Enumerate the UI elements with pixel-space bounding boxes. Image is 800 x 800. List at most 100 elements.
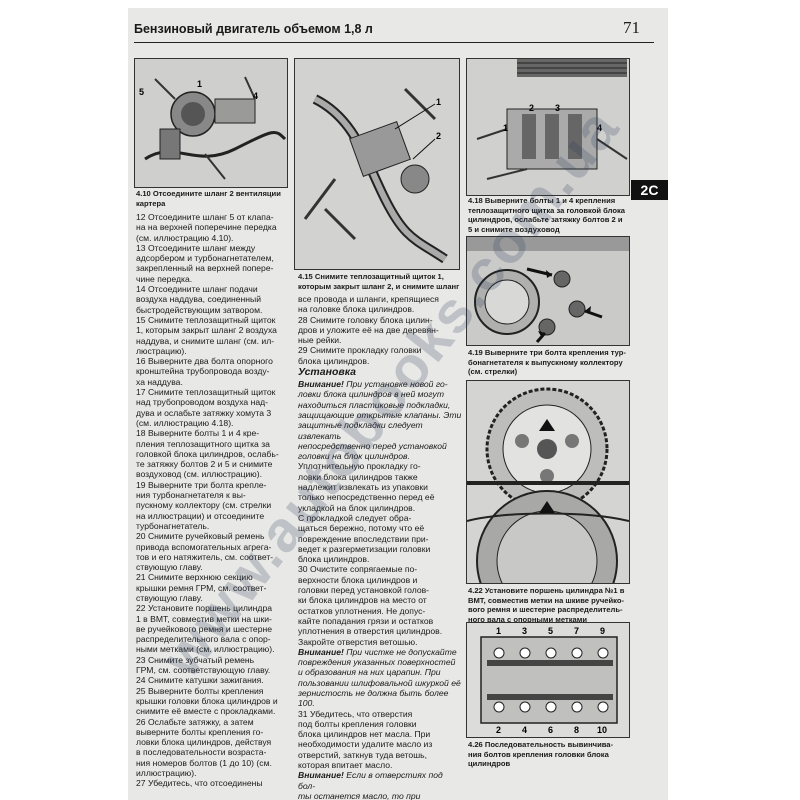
text-line: 13 Отсоедините шланг между [136,242,256,253]
text-line: 30 Очистите сопрягаемые по- [298,564,418,575]
text-line: 12 Отсоедините шланг 5 от клапа- [136,212,274,222]
text-line: 20 Снимите ручейковый ремень [136,531,265,542]
figure-4-19 [466,236,630,346]
figure-4-22 [466,380,630,584]
text-line: необходимости удалите масло из [298,739,433,750]
figure-4-15: 1 2 [294,58,460,270]
text-line: 29 Снимите прокладку головки [298,345,422,356]
text-line: 15 Снимите теплозащитный щиток [136,314,276,325]
left-text-column: 12 Отсоедините шланг 5 от клапа-на на ве… [136,212,292,789]
text-line: повреждение впоследствии при- [298,533,429,544]
text-line: ха наддува. [136,376,183,387]
text-line: чине передка. [136,273,193,284]
label-5: 5 [548,626,553,636]
text-line: При чистке не допускайте [343,646,457,657]
text-line: привода вспомогательных агрега- [136,541,272,552]
figure-4-18-drawing: 2 3 1 4 [467,59,629,195]
text-line: 19 Выверните три болта крепле- [136,479,267,490]
text-line: верхности блока цилиндров и [298,574,418,585]
label-3: 3 [555,103,560,113]
text-line: на на верхней поперечине передка [136,222,277,233]
text-line: тов и его натяжитель, см. соответ- [136,551,274,562]
text-line: 21 Снимите верхнюю секцию [136,572,253,583]
text-line: находиться пластиковые подкладки, [298,399,451,410]
caption-4-22: 4.22 Установите поршень цилиндра №1 в ВМ… [468,586,625,624]
text-line: ловки блока цилиндров в ней могут [298,389,444,400]
text-line: 27 Убедитесь, что отсоединены [136,778,263,789]
text-line: крышки головки блока цилиндров и [136,695,278,706]
label-6: 6 [548,725,553,735]
label-1: 1 [197,79,202,89]
text-line: отверстий, заткнув туда ветошь, [298,749,427,760]
text-line: ствующую главу. [136,562,203,573]
text-line: дров и уложите её на две деревян- [298,324,439,335]
text-line: головки перед установкой голов- [298,585,430,596]
text-line: ты останется масло, то при затягивании [298,790,421,800]
text-line: остатков уплотнения. Не допус- [298,605,426,616]
text-line: 1, которым закрыт шланг 2 воздуха [136,325,277,336]
text-line: только непосредственно перед её [298,492,435,503]
label-7: 7 [574,626,579,636]
text-line: 1 в ВМТ, совместив метки на шки- [136,613,272,624]
text-line: повреждения указанных поверхностей [298,657,456,668]
text-line: ловки блока цилиндров также [298,471,418,482]
text-line: ведет к разгерметизации головки [298,543,431,554]
text-line: 14 Отсоедините шланг подачи [136,284,258,295]
text-line: в последовательности возраста- [136,747,267,758]
text-line: крышки ремня ГРМ, см. соответ- [136,582,267,593]
text-line: ве ручейкового ремня и шестерне [136,623,273,634]
label-4: 4 [522,725,527,735]
text-line: (см. иллюстрацию 4.10). [136,232,234,243]
text-line: кайте попадания грязи и остатков [298,615,434,626]
text-line: иллюстрацию). [136,768,197,779]
text-line: воздуха наддува, соединенный [136,294,262,305]
figure-4-10: 5 1 4 [134,58,288,188]
label-4: 4 [597,123,602,133]
text-line: на иллюстрации) и отсоедините [136,510,265,521]
text-line: те затяжку болтов 2 и 5 и снимите [136,459,273,470]
text-line: на головке блока цилиндров. [298,304,415,315]
text-line: непосредственно перед установкой [298,440,447,451]
figure-4-26-drawing: 1 3 5 7 9 2 4 6 8 10 [467,623,629,737]
text-line: ствующую главу. [136,592,203,603]
text-line: блока цилиндров нет масла. При [298,729,431,740]
page-title: Бензиновый двигатель объемом 1,8 л [134,22,373,36]
text-line: щаться бережно, потому что её [298,523,425,534]
text-line: турбонагнетатель. [136,520,210,531]
text-line: Уплотнительную прокладку го- [298,461,421,472]
text-line: С прокладкой следует обра- [298,512,412,523]
page-header: Бензиновый двигатель объемом 1,8 л 71 [134,18,654,43]
caption-4-10: 4.10 Отсоедините шланг 2 вентиляции карт… [136,189,281,208]
text-line: 28 Снимите головку блока цилин- [298,314,433,325]
label-1: 1 [503,123,508,133]
text-line: Закройте отверстия ветошью. [298,636,418,647]
text-line: укладкой на блок цилиндров. [298,502,416,513]
text-line: зернистость не должна быть более 100. [298,687,449,709]
text-line: ния турбонагнетателя к вы- [136,490,246,501]
caption-4-18: 4.18 Выверните болты 1 и 4 крепления теп… [468,196,626,234]
label-8: 8 [574,725,579,735]
text-line: уплотнения в отверстия цилиндров. [298,626,443,637]
text-line: блока цилиндров. [298,355,370,366]
text-line: под болты крепления головки [298,718,417,729]
label-9: 9 [600,626,605,636]
text-line: пления теплозащитного щитка за [136,438,270,449]
text-line: 22 Установите поршень цилиндра [136,603,272,614]
text-line: надлежит извлекать из упаковки [298,482,428,493]
caption-4-15: 4.15 Снимите теплозащитный щиток 1, кото… [298,272,460,291]
text-line: ГРМ, см. соответствующую главу. [136,665,271,676]
text-line: 17 Снимите теплозащитный щиток [136,387,276,398]
label-4: 4 [253,91,258,101]
figure-4-19-drawing [467,237,629,345]
figure-4-18: 2 3 1 4 [466,58,630,196]
text-line: ные рейки. [298,335,342,346]
text-line: пользовании шлифовальной шкуркой её [298,677,461,688]
label-2: 2 [496,725,501,735]
text-line: блока цилиндров. [298,554,370,565]
text-line: 16 Выверните два болта опорного [136,356,273,367]
text-line: люстрацию). [136,345,187,356]
text-line: дува и ослабьте затяжку хомута 3 [136,407,272,418]
